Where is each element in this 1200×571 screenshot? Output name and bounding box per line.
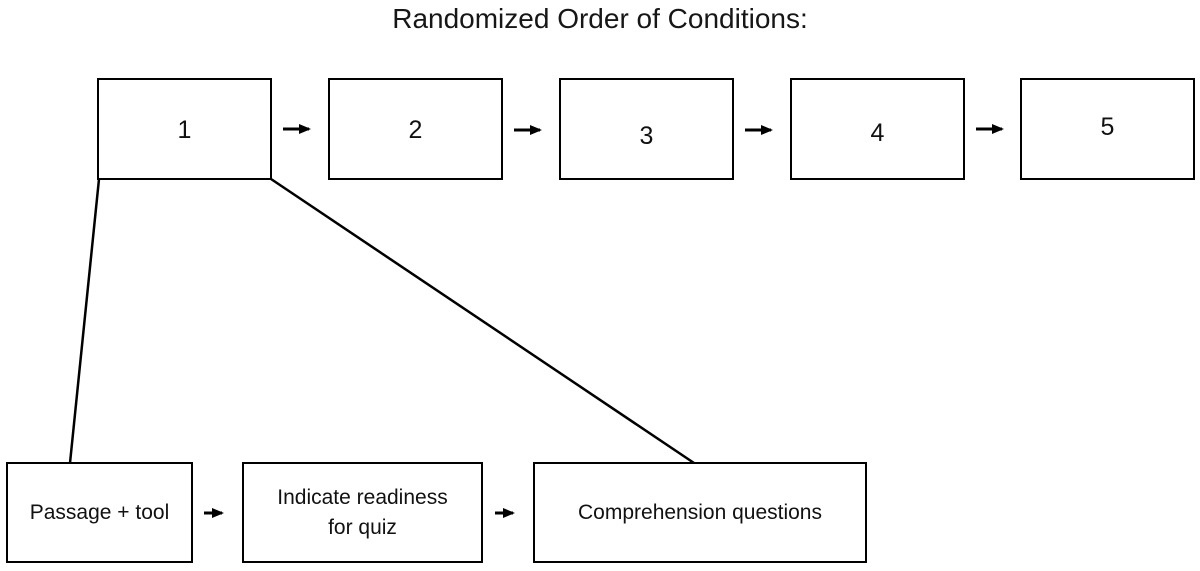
step-label-line1: Indicate readiness xyxy=(277,486,448,510)
condition-label: 1 xyxy=(177,116,192,144)
step-box-passage-tool: Passage + tool xyxy=(6,462,193,563)
condition-box-2: 2 xyxy=(328,78,503,180)
condition-box-5: 5 xyxy=(1020,78,1195,180)
step-box-comprehension-questions: Comprehension questions xyxy=(533,462,867,563)
condition-label: 2 xyxy=(408,115,423,144)
connector-line-right xyxy=(270,177,695,465)
condition-label: 5 xyxy=(1100,113,1115,141)
condition-box-3: 3 xyxy=(559,78,734,180)
condition-label: 4 xyxy=(870,119,885,147)
condition-box-1: 1 xyxy=(97,78,272,180)
diagram-title: Randomized Order of Conditions: xyxy=(392,3,808,34)
step-label: Passage + tool xyxy=(29,500,170,524)
step-box-indicate-readiness: Indicate readiness for quiz xyxy=(242,462,483,563)
step-label-line2: for quiz xyxy=(328,515,397,539)
condition-box-4: 4 xyxy=(790,78,965,180)
step-label: Comprehension questions xyxy=(578,500,822,524)
condition-label: 3 xyxy=(639,122,654,150)
connector-line-left xyxy=(68,178,101,464)
